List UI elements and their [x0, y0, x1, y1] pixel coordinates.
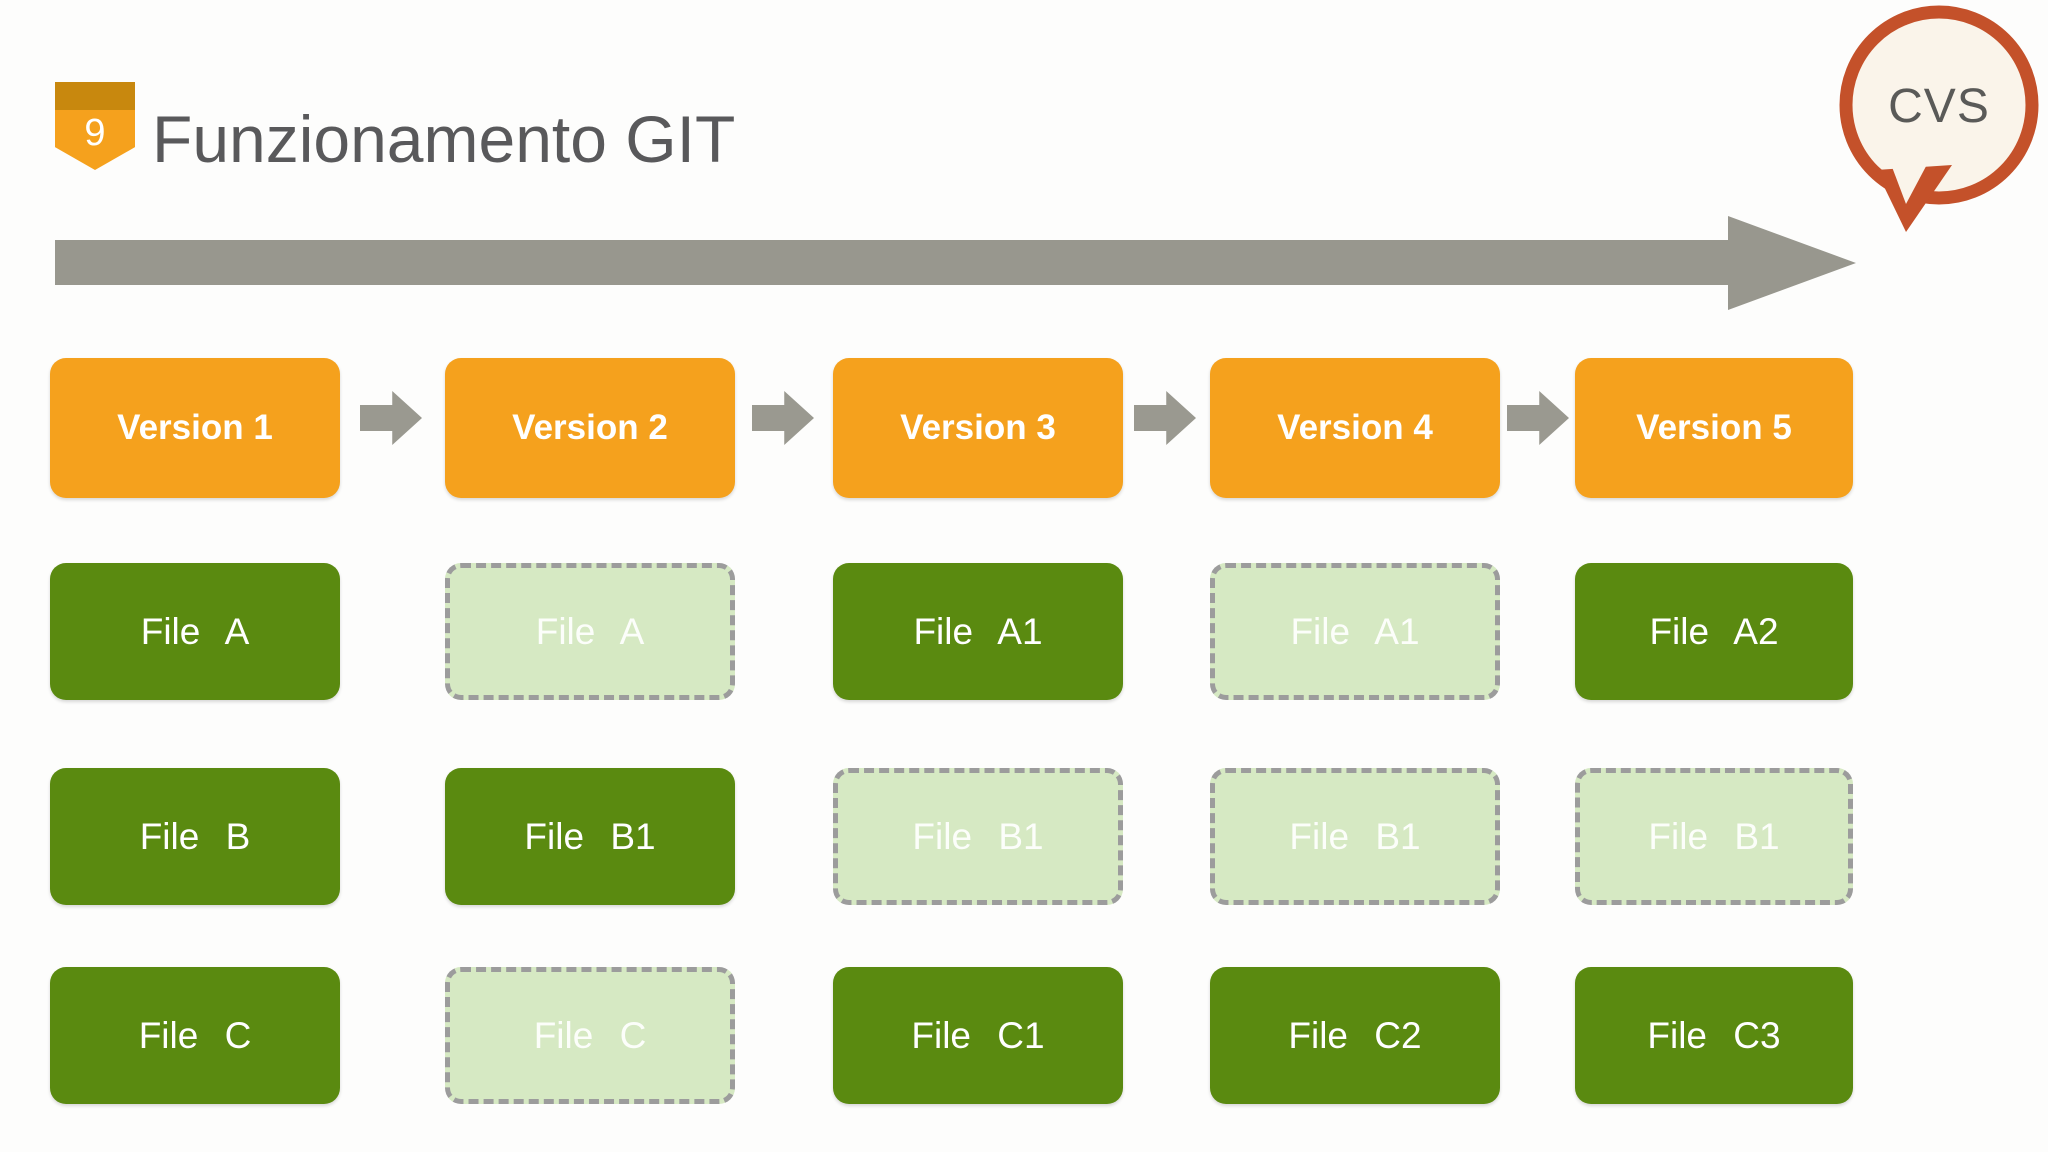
version-box-1: Version 1 [50, 358, 340, 498]
page-number: 9 [84, 112, 106, 154]
file-box: File C1 [833, 967, 1123, 1104]
file-box: File A2 [1575, 563, 1853, 700]
version-box-3: Version 3 [833, 358, 1123, 498]
version-box-2: Version 2 [445, 358, 735, 498]
file-box: File B1 [1210, 768, 1500, 905]
file-box: File A [445, 563, 735, 700]
file-box: File A [50, 563, 340, 700]
file-box: File A1 [833, 563, 1123, 700]
file-box: File B1 [445, 768, 735, 905]
version-box-4: Version 4 [1210, 358, 1500, 498]
file-box: File B1 [833, 768, 1123, 905]
file-box: File A1 [1210, 563, 1500, 700]
badge-top-band [55, 82, 135, 110]
speech-bubble-icon: CVS [1839, 5, 2039, 232]
cvs-speech-bubble: CVS [1824, 2, 2046, 240]
page-number-badge: 9 [55, 82, 135, 170]
version-box-5: Version 5 [1575, 358, 1853, 498]
version-connector-arrow-3 [1134, 391, 1196, 445]
file-box: File B1 [1575, 768, 1853, 905]
version-connector-arrow-2 [752, 391, 814, 445]
file-box: File C [445, 967, 735, 1104]
version-connector-arrow-1 [360, 391, 422, 445]
timeline-arrow-shaft [55, 240, 1730, 285]
version-connector-arrow-4 [1507, 391, 1569, 445]
file-box: File C2 [1210, 967, 1500, 1104]
cvs-label: CVS [1888, 80, 1990, 133]
file-box: File C3 [1575, 967, 1853, 1104]
file-box: File B [50, 768, 340, 905]
file-box: File C [50, 967, 340, 1104]
slide-title: Funzionamento GIT [152, 102, 736, 177]
